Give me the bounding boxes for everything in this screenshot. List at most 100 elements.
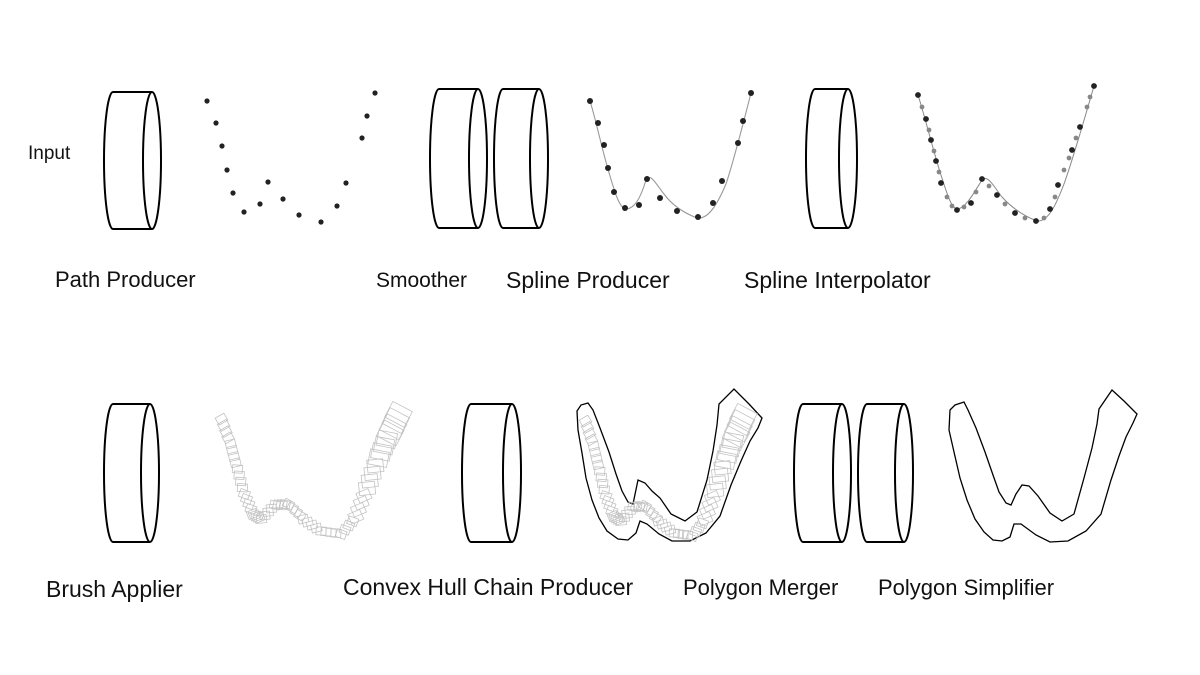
smoother-cylinder bbox=[429, 88, 488, 229]
brush-stamp bbox=[378, 413, 408, 441]
hull-brush-stamp bbox=[668, 528, 680, 538]
input-point bbox=[343, 180, 349, 186]
hull-brush-stamp bbox=[703, 489, 721, 506]
brush-stamp bbox=[367, 448, 390, 468]
input-point bbox=[230, 190, 236, 196]
brush-stamp bbox=[355, 487, 373, 504]
hull-brush-stamp bbox=[588, 446, 602, 458]
knot-point bbox=[1077, 124, 1083, 130]
brush-stamp bbox=[221, 431, 235, 445]
hull-brush-stamp bbox=[621, 509, 633, 519]
brush-stamp bbox=[219, 425, 233, 439]
brush-stamp bbox=[259, 510, 271, 521]
interpolated-curve bbox=[917, 85, 1095, 222]
brush-stamp bbox=[229, 457, 242, 469]
path-producer-cylinder bbox=[103, 91, 162, 230]
hull-brush-stamp bbox=[648, 510, 663, 524]
input-point bbox=[241, 209, 247, 215]
knot-point bbox=[923, 116, 929, 122]
hull-brush-stamp bbox=[726, 409, 756, 437]
interpolated-point bbox=[1002, 201, 1008, 207]
knot-point bbox=[938, 180, 944, 186]
hull-brush-stamps bbox=[578, 402, 758, 543]
brush-stamp bbox=[346, 515, 360, 528]
input-point bbox=[204, 98, 210, 104]
brush-stamp bbox=[338, 523, 352, 536]
interpolated-point bbox=[1087, 94, 1093, 100]
interpolated-point bbox=[1084, 104, 1090, 110]
input-point bbox=[280, 196, 286, 202]
interpolated-point bbox=[1022, 215, 1028, 221]
brush-stamp bbox=[268, 499, 282, 511]
brush-applier-cylinder bbox=[103, 403, 160, 543]
knot-point bbox=[933, 158, 939, 164]
spline-point bbox=[644, 176, 650, 182]
hull-brush-stamp bbox=[594, 466, 606, 476]
brush-stamp bbox=[363, 465, 382, 482]
input-point bbox=[318, 219, 324, 225]
input-point bbox=[257, 201, 263, 207]
polygon-merger-label: Polygon Merger bbox=[683, 575, 839, 600]
brush-stamp bbox=[375, 419, 405, 447]
hull-brush-stamp bbox=[721, 431, 745, 452]
knot-point bbox=[915, 92, 921, 98]
brush-stamp bbox=[227, 451, 241, 463]
hull-brush-stamp bbox=[719, 437, 742, 458]
input-point bbox=[224, 167, 230, 173]
brush-stamp bbox=[370, 442, 393, 462]
hull-brush-stamp bbox=[695, 517, 710, 530]
brush-stamp bbox=[372, 435, 396, 456]
brush-stamp bbox=[334, 528, 348, 541]
input-point bbox=[213, 120, 219, 126]
hull-brush-stamp bbox=[706, 482, 725, 499]
input-point bbox=[372, 90, 378, 96]
brush-stamp bbox=[375, 429, 399, 450]
hull-brush-stamp bbox=[689, 525, 703, 538]
brush-stamp bbox=[275, 499, 288, 510]
knot-point bbox=[954, 207, 960, 213]
merged-hull-polygon bbox=[576, 388, 763, 542]
hull-brush-stamp bbox=[595, 472, 607, 483]
spline-point bbox=[735, 140, 741, 146]
interpolated-point bbox=[1052, 194, 1058, 200]
interpolated-point bbox=[936, 169, 942, 175]
brush-stamp bbox=[384, 400, 413, 428]
knot-point bbox=[1033, 218, 1039, 224]
knot-point bbox=[928, 137, 934, 143]
spline-point bbox=[695, 214, 701, 220]
input-point bbox=[359, 135, 365, 141]
brush-stamp bbox=[262, 507, 274, 517]
hull-brush-stamp bbox=[635, 500, 649, 512]
brush-stamp bbox=[214, 412, 229, 426]
hull-brush-stamp bbox=[627, 501, 640, 513]
hull-brush-stamp bbox=[597, 478, 609, 489]
hull-brush-stamp bbox=[618, 512, 630, 523]
spline-point bbox=[740, 118, 746, 124]
hull-brush-stamp bbox=[716, 444, 740, 464]
spline-point bbox=[674, 208, 680, 214]
spline-point bbox=[605, 165, 611, 171]
interpolated-point bbox=[1041, 215, 1047, 221]
brush-stamp bbox=[216, 418, 231, 432]
spline-point bbox=[719, 178, 725, 184]
polygon-merger-cylinder bbox=[793, 403, 852, 543]
hull-brush-stamp bbox=[578, 414, 593, 428]
path-producer-label: Path Producer bbox=[55, 267, 196, 292]
spline-point bbox=[622, 205, 628, 211]
brush-stamp bbox=[366, 458, 385, 474]
hull-brush-stamp bbox=[721, 421, 751, 449]
interpolated-point bbox=[944, 194, 950, 200]
interpolated-point bbox=[986, 183, 992, 189]
knot-point bbox=[979, 176, 985, 182]
brush-applier-label: Brush Applier bbox=[46, 576, 183, 602]
knot-point bbox=[1047, 206, 1053, 212]
input-point bbox=[219, 143, 225, 149]
spline-producer-cylinder bbox=[493, 88, 549, 229]
spline-control-points bbox=[587, 90, 754, 220]
brush-stamp bbox=[357, 480, 377, 497]
hull-brush-stamp bbox=[584, 433, 599, 447]
knot-point bbox=[968, 200, 974, 206]
knot-point bbox=[1055, 182, 1061, 188]
spline-point bbox=[636, 202, 642, 208]
brush-stamp bbox=[235, 476, 247, 487]
